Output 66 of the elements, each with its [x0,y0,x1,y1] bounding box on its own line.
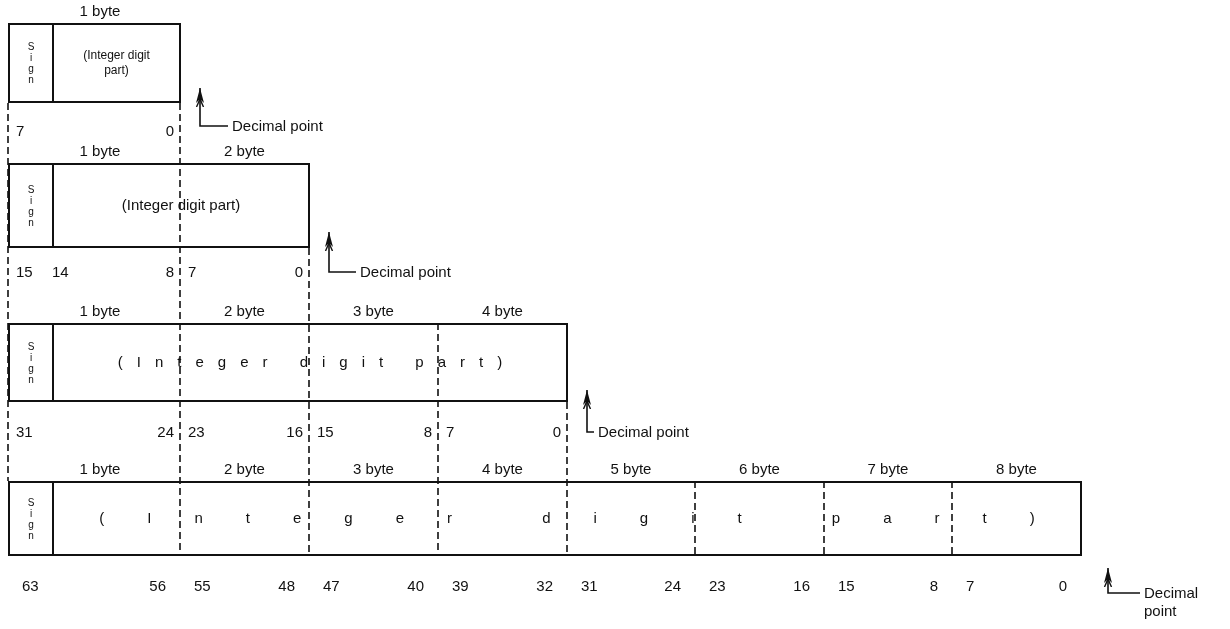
register-box [8,23,181,103]
decimal-point-label: Decimal point [232,117,392,135]
bit-number: 0 [552,423,561,441]
byte-label: 4 byte [482,302,523,320]
bit-number: 24 [664,577,681,595]
byte-label: 2 byte [224,460,265,478]
bit-number: 8 [929,577,938,595]
bit-number: 56 [149,577,166,595]
bit-number: 8 [423,423,432,441]
field-text: (Integer digit part) [98,509,1078,528]
register-box [8,163,310,248]
decimal-point-label: Decimal point [1144,584,1228,620]
bit-number: 63 [22,577,39,595]
byte-label: 5 byte [610,460,652,478]
leader-arrow [582,389,595,433]
sign-text: Sign [27,41,35,85]
bit-number: 15 [838,577,855,595]
bit-number: 32 [536,577,553,595]
bit-number: 7 [188,263,197,281]
sign-text: Sign [27,496,35,541]
bit-number: 23 [709,577,726,595]
register-box [8,481,1082,556]
bit-number: 31 [581,577,598,595]
bit-number: 16 [286,423,303,441]
bit-number: 40 [407,577,424,595]
byte-label: 3 byte [353,302,394,320]
bit-number: 15 [16,263,33,281]
bit-number: 14 [52,263,69,281]
leader-arrow [324,231,357,273]
byte-label: 2 byte [224,142,265,160]
bit-number: 0 [1058,577,1067,595]
byte-label: 3 byte [353,460,394,478]
leader-arrow [1103,567,1141,594]
bit-number: 0 [294,263,303,281]
byte-label: 1 byte [79,142,121,160]
byte-label: 1 byte [79,2,121,20]
bit-number: 0 [165,122,174,140]
bit-number: 23 [188,423,205,441]
byte-label: 1 byte [79,302,121,320]
bit-number: 7 [966,577,975,595]
field-text: (Integer digit part) [121,196,241,215]
bit-number: 39 [452,577,469,595]
byte-label: 2 byte [224,302,265,320]
byte-label: 7 byte [867,460,909,478]
decimal-point-label: Decimal point [598,423,758,441]
field-text: (Integer digit part) [116,353,517,372]
bit-number: 7 [446,423,455,441]
sign-text: Sign [27,183,35,228]
byte-label: 1 byte [79,460,121,478]
bit-number: 7 [16,122,25,140]
decimal-point-label: Decimal point [360,263,520,281]
bit-number: 15 [317,423,334,441]
register-box [8,323,568,402]
bit-number: 47 [323,577,340,595]
bit-number: 31 [16,423,33,441]
bit-number: 55 [194,577,211,595]
byte-label: 8 byte [996,460,1037,478]
byte-label: 4 byte [482,460,523,478]
leader-arrow [195,87,229,127]
sign-text: Sign [27,340,35,385]
bit-number: 8 [165,263,174,281]
bit-number: 16 [793,577,810,595]
byte-label: 6 byte [739,460,780,478]
bit-number: 48 [278,577,295,595]
bit-number: 24 [157,423,174,441]
field-text: (Integer digit part) [82,48,151,78]
